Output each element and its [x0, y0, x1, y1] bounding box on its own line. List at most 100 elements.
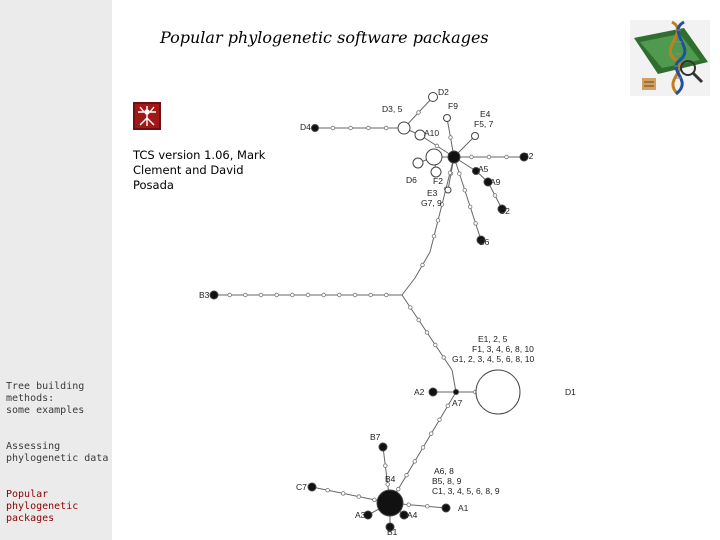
node-label: A6, 8: [434, 466, 454, 476]
network-edge: [453, 156, 482, 241]
mutation-step: [457, 171, 462, 176]
mutation-step: [368, 292, 373, 298]
haplotype-node: [519, 152, 529, 162]
haplotype-node: [428, 387, 438, 397]
haplotype-node: [414, 129, 426, 141]
node-label: G1, 2, 3, 4, 5, 6, 8, 10: [452, 354, 534, 364]
haplotype-node: [475, 369, 521, 415]
mutation-step: [492, 193, 498, 198]
node-label: C1, 3, 4, 5, 6, 8, 9: [432, 486, 500, 496]
node-label: A4: [407, 510, 418, 520]
node-label: F9: [448, 101, 458, 111]
haplotype-node: [363, 510, 373, 520]
dna-logo-icon: [628, 18, 712, 98]
mutation-step: [462, 187, 467, 193]
mutation-step: [366, 125, 371, 131]
mutation-step: [325, 488, 330, 493]
haplotype-node: [441, 503, 451, 513]
mutation-step: [435, 218, 441, 223]
haplotype-node: [430, 166, 442, 178]
mutation-step: [330, 125, 335, 131]
node-label: D2: [438, 87, 449, 97]
sidebar-item-tree-building[interactable]: Tree building methods: some examples: [6, 381, 85, 416]
mutation-step: [420, 445, 426, 450]
mutation-step: [408, 305, 413, 310]
mutation-step: [486, 154, 492, 160]
mutation-step: [429, 431, 434, 436]
node-label: D4: [300, 122, 311, 132]
tcs-app-icon: [133, 102, 161, 130]
node-label: E1, 2, 5: [478, 334, 508, 344]
haplotype-node: [453, 389, 459, 395]
mutation-step: [425, 504, 430, 509]
haplotype-node: [412, 157, 424, 169]
mutation-step: [473, 221, 478, 226]
mutation-step: [439, 202, 445, 207]
mutation-step: [437, 417, 442, 422]
node-label: D6: [406, 175, 417, 185]
node-label: C2: [499, 206, 510, 216]
mutation-step: [504, 154, 509, 160]
haplotype-node: [397, 121, 411, 135]
software-name: TCS: [133, 148, 155, 162]
mutation-step: [404, 473, 409, 478]
node-label: D1: [565, 387, 576, 397]
node-label: C7: [296, 482, 307, 492]
mutation-step: [431, 233, 437, 239]
haplotype-node: [378, 442, 388, 452]
haplotype-node: [307, 482, 317, 492]
mutation-step: [406, 502, 411, 507]
haplotype-node: [425, 148, 443, 166]
haplotype-node: [444, 186, 452, 194]
haplotype-node: [311, 124, 319, 132]
haplotype-node: [447, 150, 461, 164]
mutation-step: [424, 330, 430, 335]
mutation-step: [352, 292, 358, 298]
node-label: G7, 9: [421, 198, 442, 208]
node-label: A5: [478, 164, 489, 174]
mutation-step: [337, 292, 342, 298]
node-label: B7: [370, 432, 381, 442]
mutation-step: [469, 154, 474, 160]
software-details: version 1.06, Mark Clement and David Pos…: [133, 148, 266, 192]
mutation-step: [448, 135, 453, 140]
node-label: B1: [387, 527, 398, 537]
node-label: A10: [424, 128, 439, 138]
mutation-step: [385, 482, 390, 487]
haplotype-node: [376, 489, 404, 517]
network-edge: [401, 277, 416, 296]
mutation-step: [290, 292, 295, 298]
node-label: F2: [433, 176, 443, 186]
node-label: A2: [414, 387, 425, 397]
mutation-step: [412, 459, 417, 464]
node-label: E4: [480, 109, 491, 119]
node-label: B5, 8, 9: [432, 476, 462, 486]
node-label: B6: [479, 237, 490, 247]
mutation-step: [348, 125, 353, 131]
haplotype-node: [483, 177, 493, 187]
slide-title: Popular phylogenetic software packages: [160, 28, 489, 47]
node-label: E3: [427, 188, 438, 198]
haplotype-node: [385, 522, 395, 532]
sidebar-item-assessing-data[interactable]: Assessing phylogenetic data: [6, 441, 109, 464]
sidebar-item-popular-packages[interactable]: Popular phylogenetic packages: [6, 489, 79, 524]
mutation-step: [383, 463, 388, 468]
network-edge: [451, 369, 457, 393]
mutation-step: [243, 292, 248, 298]
mutation-step: [372, 497, 377, 502]
node-label: A9: [490, 177, 501, 187]
haplotype-node: [428, 92, 438, 102]
mutation-step: [447, 170, 453, 176]
mutation-step: [433, 342, 438, 348]
sidebar: Tree building methods: some examples Ass…: [0, 0, 112, 540]
node-label: F5, 7: [474, 119, 494, 129]
mutation-step: [356, 494, 361, 499]
node-label: B2: [523, 151, 534, 161]
mutation-step: [341, 491, 346, 496]
mutation-step: [420, 262, 425, 268]
node-label: B3: [199, 290, 210, 300]
haplotype-node: [476, 235, 486, 245]
mutation-step: [227, 292, 232, 298]
mutation-step: [445, 403, 450, 409]
